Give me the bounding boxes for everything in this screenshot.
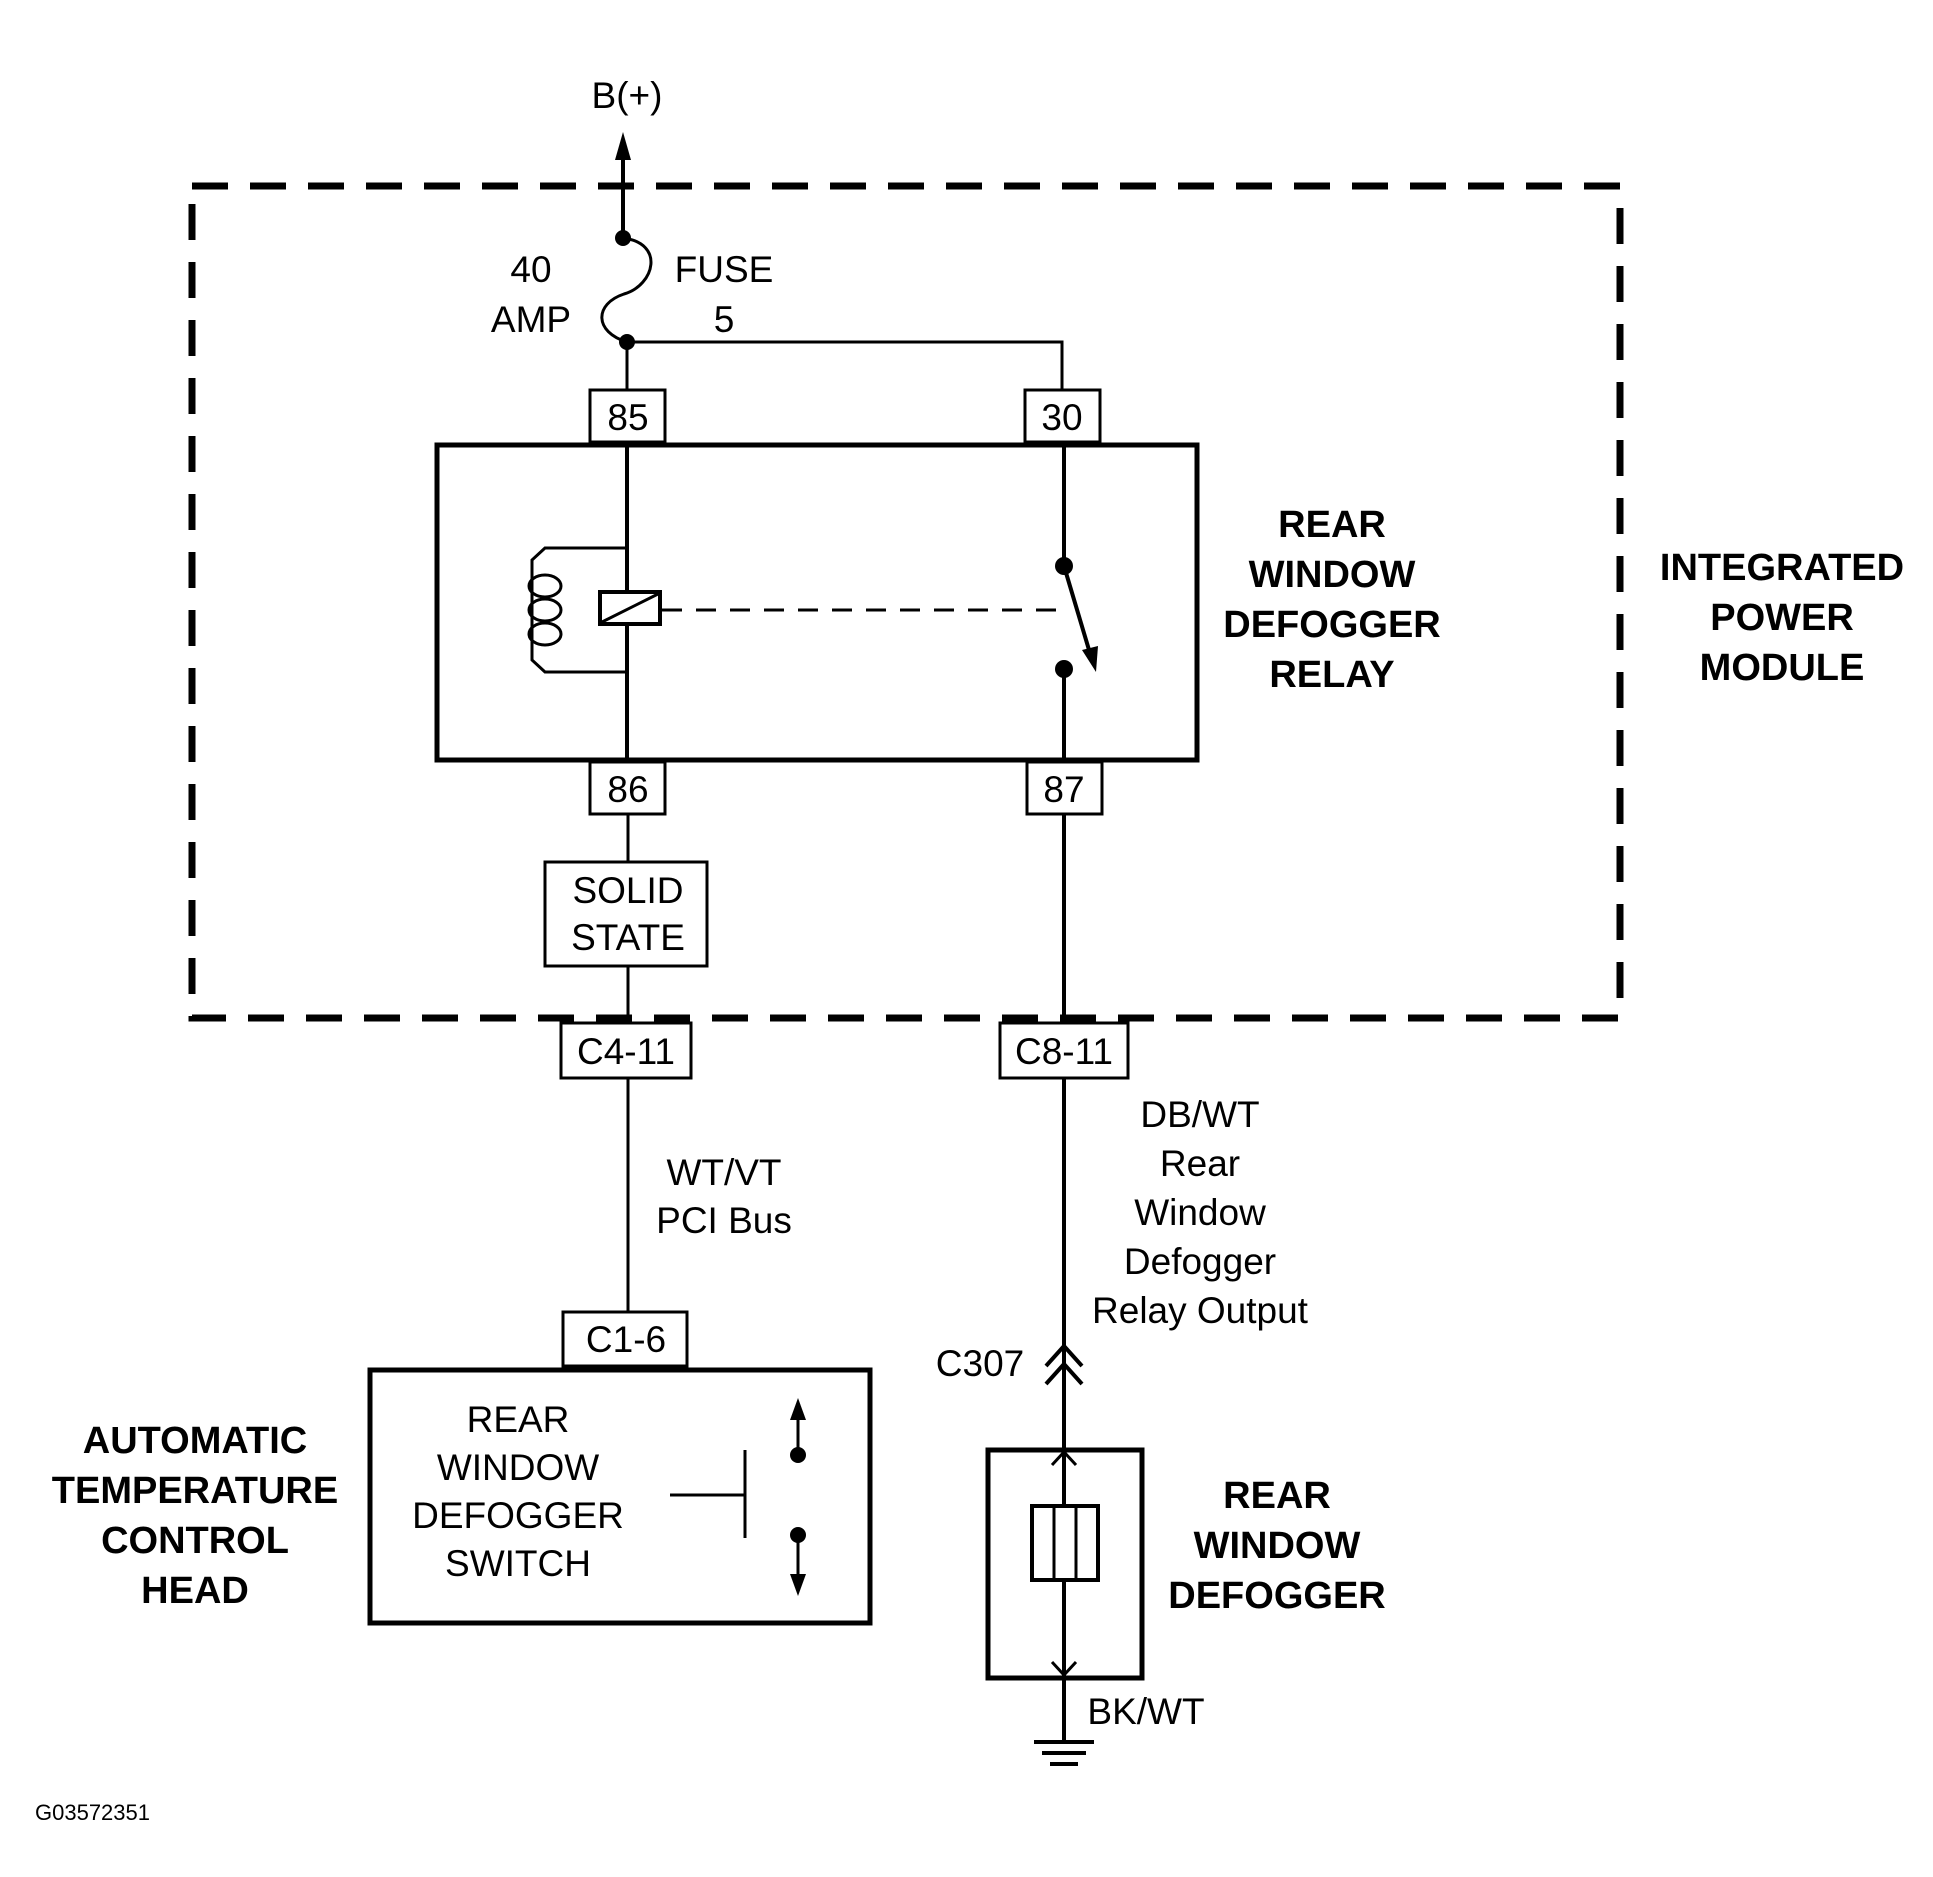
wire-to-pin-30 (627, 340, 1064, 390)
relay-pin-30-box (1023, 388, 1102, 444)
defogger-title-line3: DEFOGGER (1168, 1575, 1385, 1617)
fuse-symbol-icon (600, 236, 653, 344)
relay-pin-87-label: 87 (1043, 769, 1084, 810)
relay-pin-85-box (588, 388, 667, 444)
relay-body (434, 442, 1200, 763)
pci-wire-color: WT/VT (666, 1152, 781, 1193)
control-head-box (367, 1367, 873, 1626)
module-title-line3: MODULE (1700, 647, 1865, 689)
connector-c8-11-box (998, 1021, 1130, 1080)
relay-title-line1: REAR (1278, 504, 1386, 546)
relay-title-line3: DEFOGGER (1223, 604, 1440, 646)
c307-connector-icon (1044, 1343, 1084, 1368)
connector-c1-6-box (561, 1310, 689, 1368)
defogger-bottom-terminal-icon (1050, 1660, 1078, 1678)
connector-c307-label: C307 (936, 1343, 1024, 1384)
connector-c1-6-label: C1-6 (586, 1319, 666, 1360)
coil-winding-icon (527, 573, 563, 647)
supply-label: B(+) (592, 75, 663, 116)
relay-pin-86-label: 86 (607, 769, 648, 810)
fuse-rating-line2: AMP (491, 299, 571, 340)
output-wire-line4: Defogger (1124, 1241, 1276, 1282)
defogger-top-terminal-icon (1050, 1449, 1078, 1467)
relay-pin-86-box (588, 760, 667, 816)
relay-pin-30-label: 30 (1041, 397, 1082, 438)
defogger-grid-icon (1030, 1504, 1100, 1582)
relay-title-line4: RELAY (1269, 654, 1394, 696)
solid-state-box (543, 860, 709, 968)
relay-title-line2: WINDOW (1249, 554, 1416, 596)
switch-label-line1: REAR (467, 1399, 570, 1440)
relay-switch-blade (1062, 565, 1094, 661)
switch-contact-top-node (790, 1447, 806, 1463)
switch-contact-down-arrow-icon (790, 1574, 806, 1596)
output-wire-line5: Relay Output (1092, 1290, 1309, 1331)
control-head-title-line4: HEAD (141, 1570, 249, 1612)
module-title-line1: INTEGRATED (1660, 547, 1904, 589)
output-wire-line3: Window (1134, 1192, 1266, 1233)
power-module-boundary (188, 182, 1624, 1022)
switch-contact-up-arrow-icon (790, 1398, 806, 1420)
coil-loop (530, 546, 627, 674)
switch-label-line4: SWITCH (445, 1543, 591, 1584)
pci-wire-name: PCI Bus (656, 1200, 792, 1241)
output-wire-line2: Rear (1160, 1143, 1240, 1184)
relay-pin-87-box (1025, 760, 1104, 816)
figure-id: G03572351 (35, 1800, 150, 1825)
control-head-title-line3: CONTROL (101, 1520, 289, 1562)
switch-label-line3: DEFOGGER (412, 1495, 624, 1536)
ground-icon (1034, 1740, 1094, 1766)
defogger-title-line2: WINDOW (1194, 1525, 1361, 1567)
solid-state-line2: STATE (571, 917, 685, 958)
switch-arrow-icon (1082, 646, 1098, 672)
fuse-name-line1: FUSE (675, 249, 774, 290)
connector-c4-11-box (559, 1021, 693, 1080)
c307-connector-icon-lower (1044, 1361, 1084, 1386)
fuse-rating-line1: 40 (510, 249, 551, 290)
connector-c8-11-label: C8-11 (1015, 1031, 1113, 1072)
switch-label-line2: WINDOW (437, 1447, 599, 1488)
fuse-name-line2: 5 (714, 299, 735, 340)
module-title-line2: POWER (1710, 597, 1854, 639)
output-wire-line1: DB/WT (1140, 1094, 1259, 1135)
control-head-title-line2: TEMPERATURE (52, 1470, 338, 1512)
solid-state-line1: SOLID (572, 870, 683, 911)
relay-pin-85-label: 85 (607, 397, 648, 438)
defogger-title-line1: REAR (1223, 1475, 1331, 1517)
coil-diagonal (601, 592, 659, 624)
control-head-title-line1: AUTOMATIC (83, 1420, 307, 1462)
supply-arrow-icon (615, 132, 631, 160)
connector-c4-11-label: C4-11 (577, 1031, 675, 1072)
ground-wire-label: BK/WT (1087, 1691, 1204, 1732)
